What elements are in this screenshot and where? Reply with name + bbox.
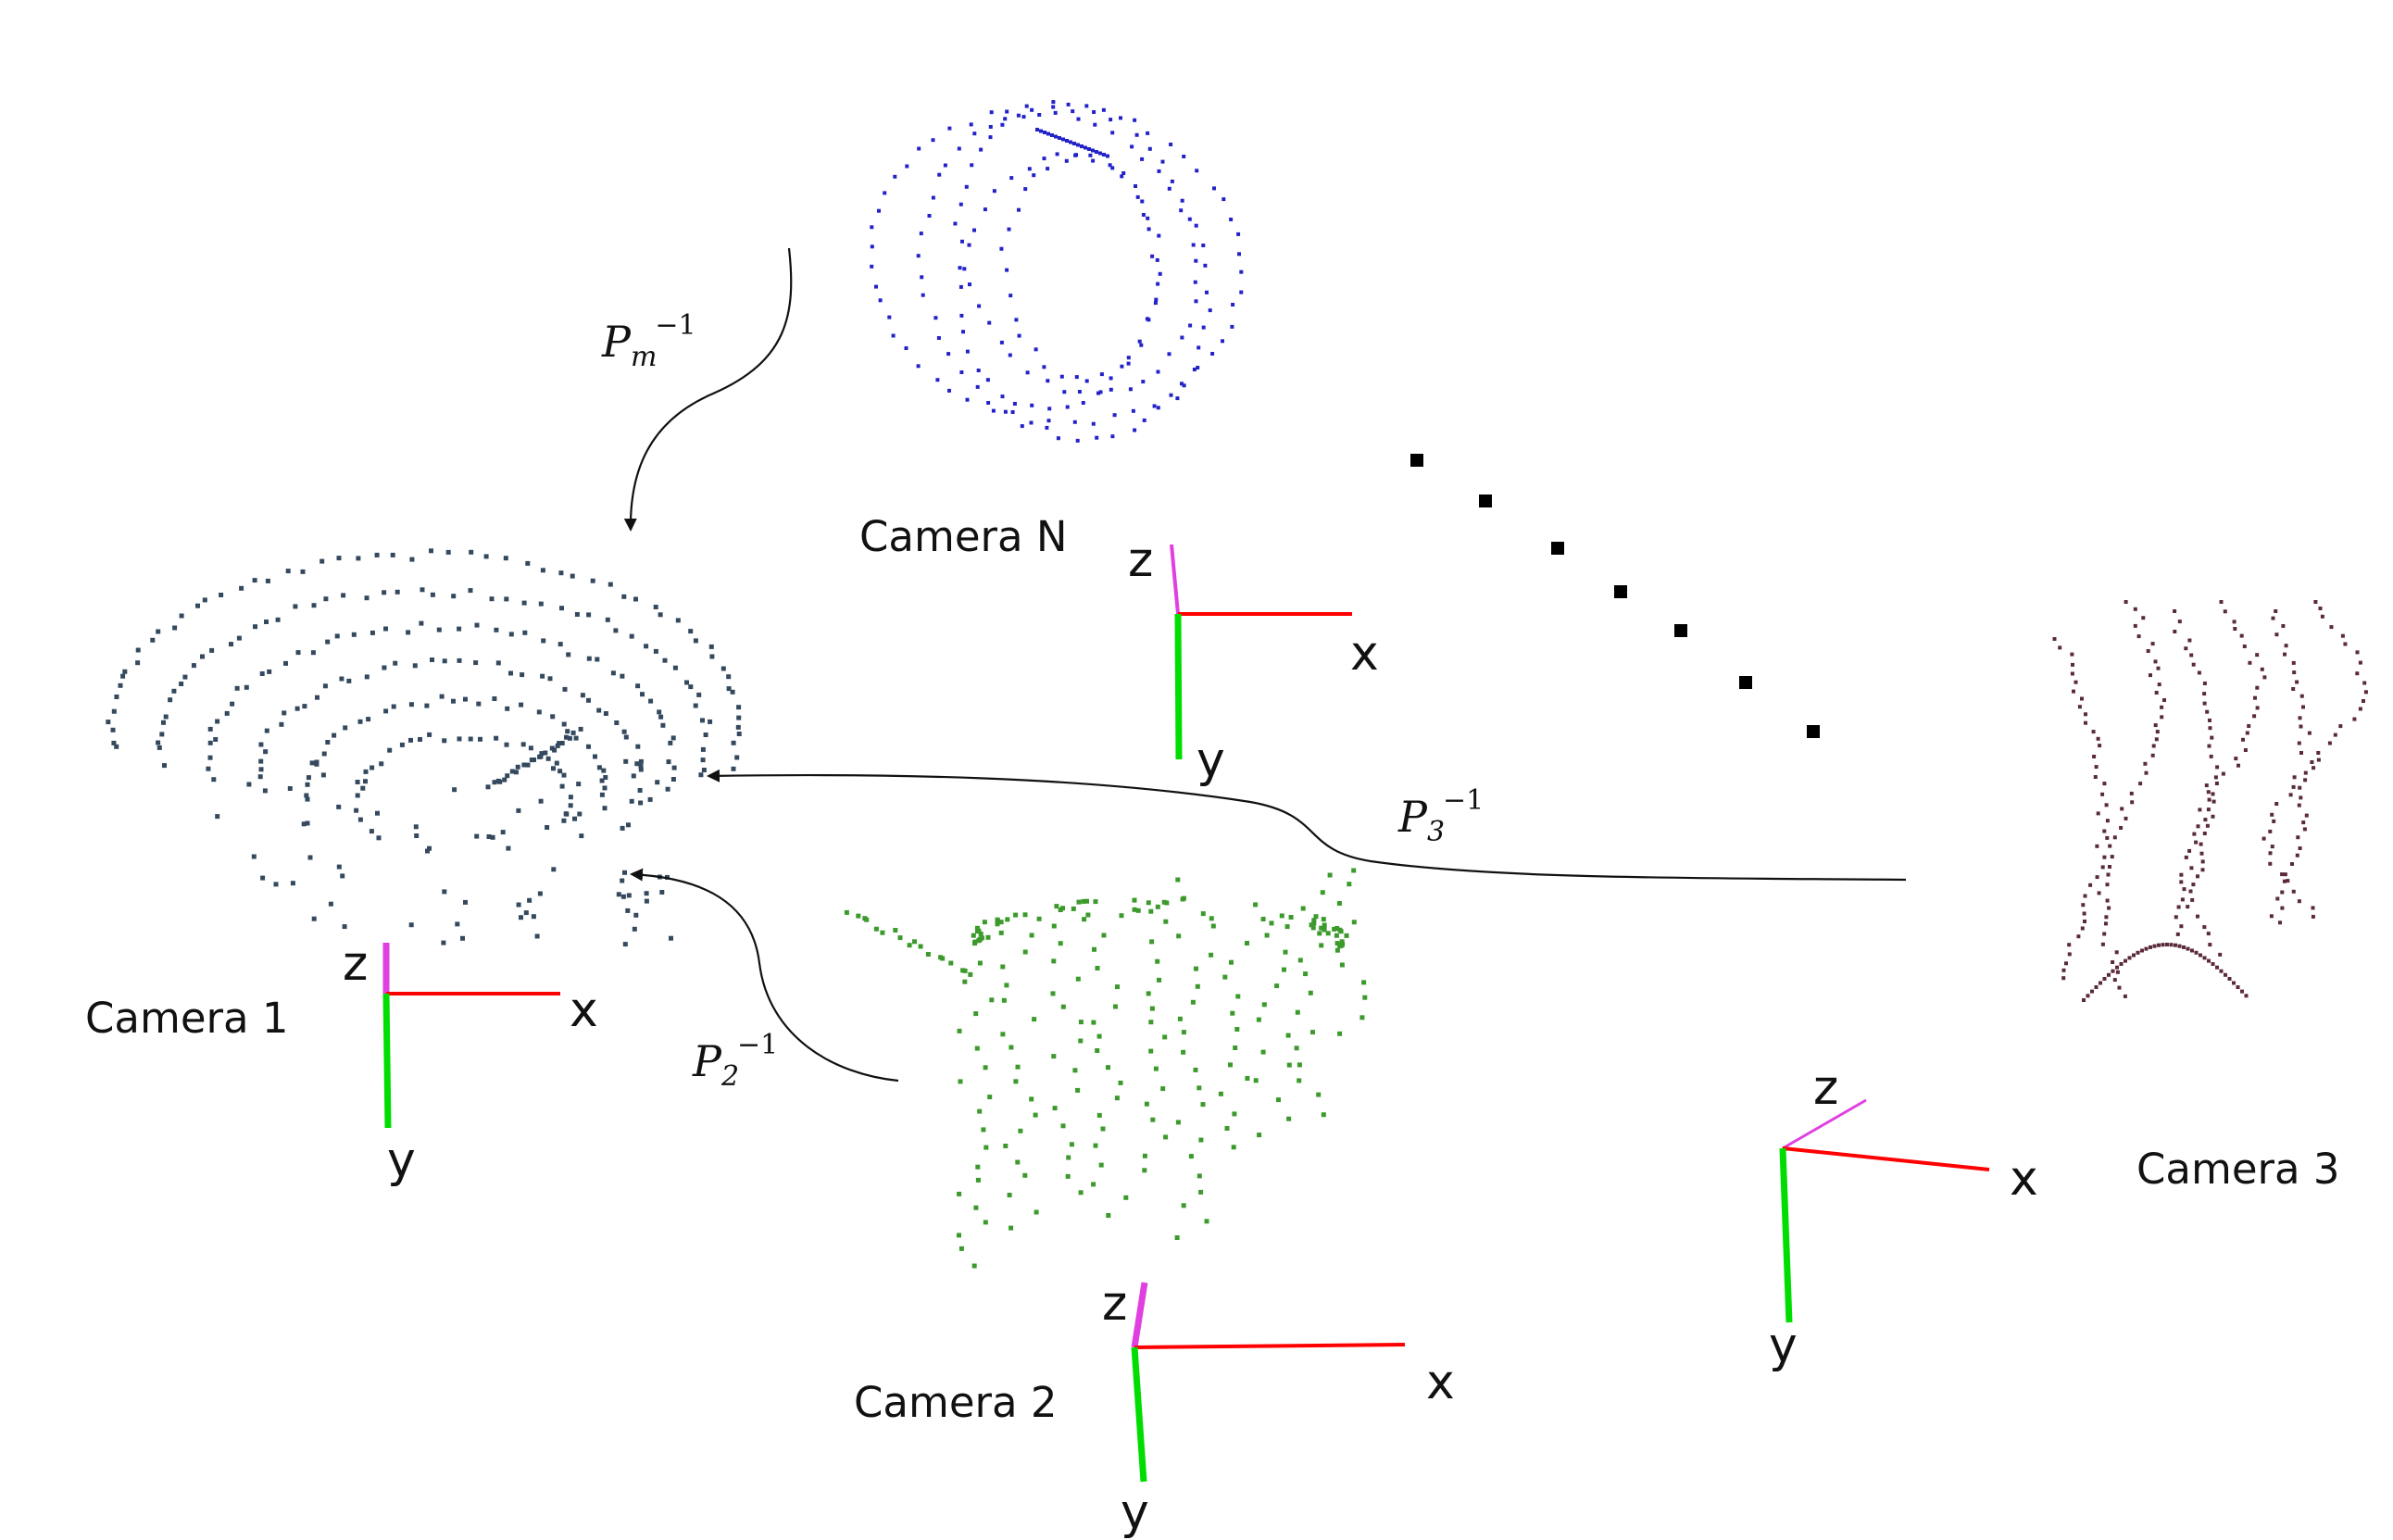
- camera-2-z-label: z: [1102, 1276, 1127, 1332]
- camera-n-point-cloud: [870, 100, 1244, 443]
- camera-2-axes: z x y: [1102, 1276, 1455, 1540]
- camera-3-x-axis: [1782, 1146, 1990, 1171]
- camera-3-label: Camera 3: [2136, 1145, 2340, 1194]
- camera-3-axes: z x y: [1769, 1060, 2038, 1373]
- transform-label-p3: P3−1: [1397, 784, 1484, 848]
- camera-n-y-label: y: [1196, 732, 1225, 788]
- camera-2-label: Camera 2: [854, 1378, 1058, 1427]
- camera-1-z-label: z: [343, 936, 368, 992]
- camera-3-y-axis: [1779, 1147, 1793, 1323]
- camera-n-x-label: x: [1350, 626, 1379, 682]
- camera-2-y-label: y: [1121, 1484, 1149, 1540]
- camera-1-x-label: x: [570, 983, 598, 1038]
- ellipsis-dots: [1410, 454, 1820, 738]
- camera-1-y-axis: [382, 993, 392, 1129]
- camera-n-label: Camera N: [859, 512, 1068, 561]
- camera-3-y-label: y: [1769, 1318, 1798, 1373]
- camera-1-y-label: y: [387, 1133, 416, 1188]
- camera-2-y-axis: [1131, 1346, 1147, 1483]
- arrow-pm-to-camera-1: [623, 247, 793, 532]
- camera-n-z-axis: [1170, 544, 1180, 615]
- camera-1-point-cloud: [106, 548, 742, 947]
- camera-n-z-label: z: [1128, 532, 1153, 588]
- arrow-p2-to-camera-1: [630, 868, 899, 1083]
- camera-2-z-axis: [1131, 1282, 1148, 1348]
- camera-n-y-axis: [1174, 613, 1183, 760]
- camera-2-x-label: x: [1426, 1355, 1455, 1410]
- camera-2-x-axis: [1134, 1343, 1406, 1349]
- transform-label-p2: P2−1: [692, 1029, 778, 1093]
- transform-label-pm: Pm−1: [601, 309, 696, 373]
- camera-n-axes: z x y: [1128, 532, 1379, 788]
- camera-3-z-axis: [1782, 1098, 1867, 1150]
- camera-1-label: Camera 1: [85, 994, 289, 1043]
- camera-3-x-label: x: [2010, 1151, 2038, 1207]
- camera-3-z-label: z: [1813, 1060, 1838, 1116]
- arrow-p3-to-camera-1: [707, 769, 1907, 882]
- camera-3-point-cloud: [2052, 600, 2368, 1002]
- camera-2-point-cloud: [844, 868, 1368, 1269]
- camera-1-axes: z x y: [343, 936, 598, 1188]
